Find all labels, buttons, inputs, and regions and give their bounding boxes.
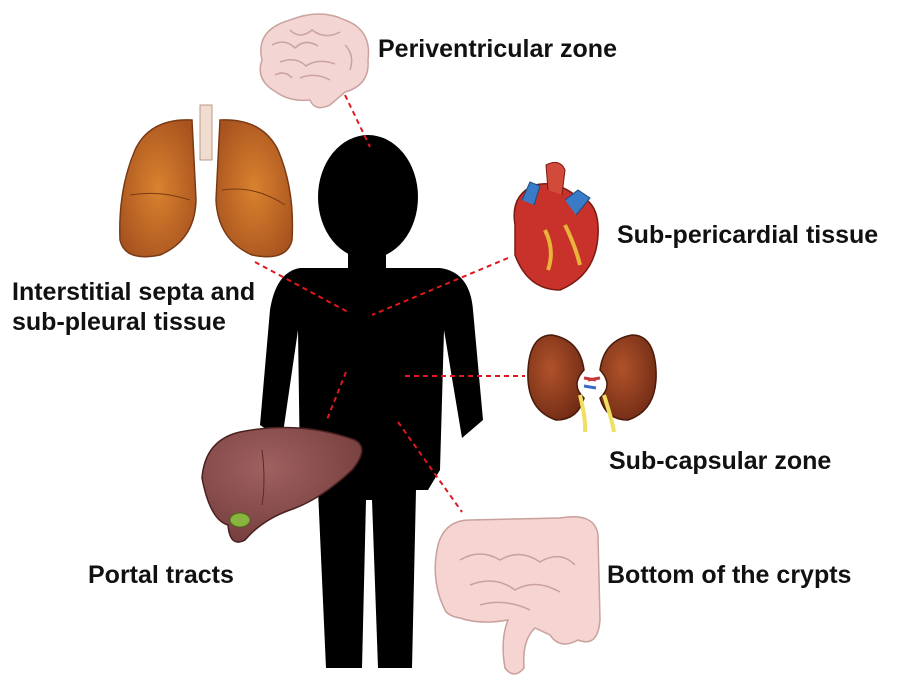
label-bottom-of-crypts: Bottom of the crypts (607, 560, 851, 590)
brain-icon (260, 14, 368, 108)
label-line-2: sub-pleural tissue (12, 307, 255, 337)
label-interstitial-septa: Interstitial septa and sub-pleural tissu… (12, 277, 255, 337)
label-sub-pericardial-tissue: Sub-pericardial tissue (617, 220, 878, 250)
label-line-1: Interstitial septa and (12, 277, 255, 307)
label-portal-tracts: Portal tracts (88, 560, 234, 590)
label-periventricular-zone: Periventricular zone (378, 34, 617, 64)
kidney-icon (528, 335, 656, 432)
heart-icon (514, 162, 598, 290)
colon-icon (435, 517, 600, 674)
label-sub-capsular-zone: Sub-capsular zone (609, 446, 831, 476)
lungs-icon (120, 105, 293, 257)
